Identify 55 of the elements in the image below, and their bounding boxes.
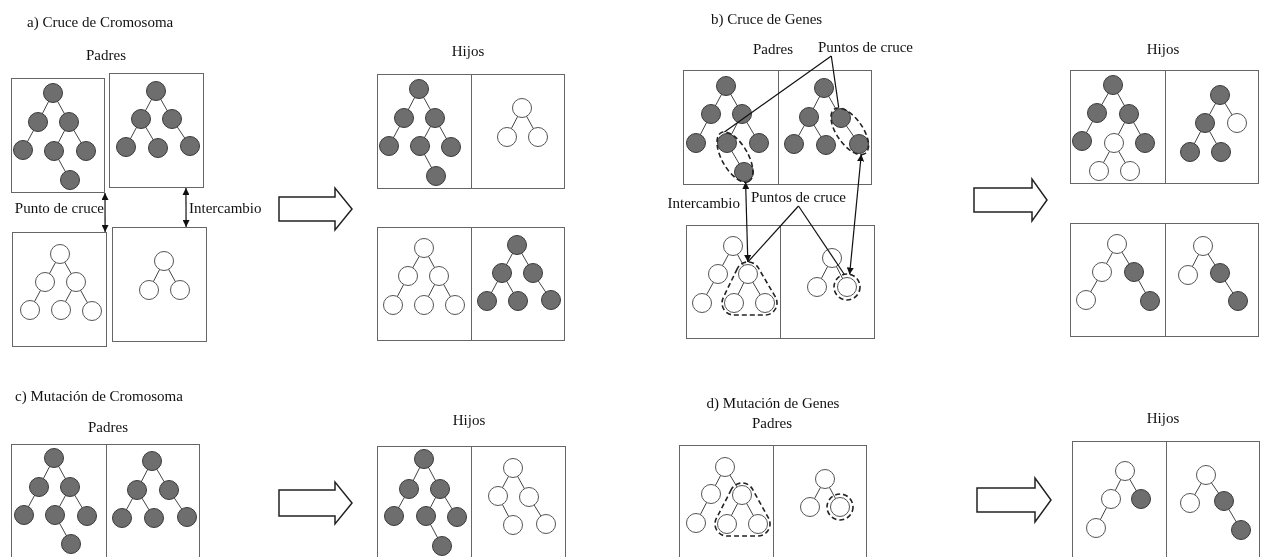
chromosome-box xyxy=(1070,223,1166,337)
chromosome-box xyxy=(11,444,107,557)
chromosome-box xyxy=(780,225,875,339)
double-arrow xyxy=(101,192,109,233)
group-heading: Padres xyxy=(753,40,793,58)
chromosome-box xyxy=(778,70,872,185)
dashed-outline xyxy=(722,262,777,315)
double-arrow xyxy=(846,153,865,276)
chromosome-box xyxy=(377,74,472,189)
chromosome-box xyxy=(112,227,207,342)
dashed-ellipse xyxy=(717,131,753,183)
leader-line xyxy=(797,205,845,276)
leader-line xyxy=(723,55,832,133)
dashed-circle xyxy=(827,494,853,520)
section-title: c) Mutación de Cromosoma xyxy=(15,387,183,405)
chromosome-box xyxy=(12,232,107,347)
chromosome-box xyxy=(773,445,867,557)
chromosome-box xyxy=(11,78,105,193)
chromosome-box xyxy=(1072,441,1167,557)
chromosome-box xyxy=(471,74,565,189)
group-heading: Hijos xyxy=(452,411,486,429)
leader-line xyxy=(747,205,800,263)
group-heading: Padres xyxy=(88,418,128,436)
group-heading: Hijos xyxy=(1146,40,1180,58)
double-arrow xyxy=(742,181,752,263)
section-title: b) Cruce de Genes xyxy=(711,10,823,28)
section-title: d) Mutación de Genes xyxy=(706,394,840,412)
chromosome-box xyxy=(471,446,566,557)
callout-label: Puntos de cruce xyxy=(751,189,846,205)
edge-label: Intercambio xyxy=(667,194,740,212)
chromosome-box xyxy=(679,445,774,557)
dashed-circle xyxy=(834,274,860,300)
dashed-outline xyxy=(715,483,770,536)
chromosome-box xyxy=(106,444,200,557)
chromosome-box xyxy=(1165,70,1259,184)
double-arrow xyxy=(182,187,190,228)
section-title: a) Cruce de Cromosoma xyxy=(27,13,174,31)
group-heading: Hijos xyxy=(1146,409,1180,427)
group-heading: Padres xyxy=(752,414,792,432)
chromosome-box xyxy=(377,446,472,557)
chromosome-box xyxy=(109,73,204,188)
chromosome-box xyxy=(1070,70,1166,184)
leader-line xyxy=(830,55,840,109)
chromosome-box xyxy=(1165,223,1259,337)
edge-label: Intercambio xyxy=(189,199,262,217)
group-heading: Hijos xyxy=(451,42,485,60)
group-heading: Padres xyxy=(86,46,126,64)
chromosome-box xyxy=(683,70,779,185)
edge-label: Punto de cruce xyxy=(14,199,104,217)
chromosome-box xyxy=(1166,441,1260,557)
callout-label: Puntos de cruce xyxy=(818,39,913,55)
chromosome-box xyxy=(377,227,472,341)
dashed-ellipse xyxy=(831,107,869,155)
chromosome-box xyxy=(686,225,781,339)
chromosome-box xyxy=(471,227,565,341)
